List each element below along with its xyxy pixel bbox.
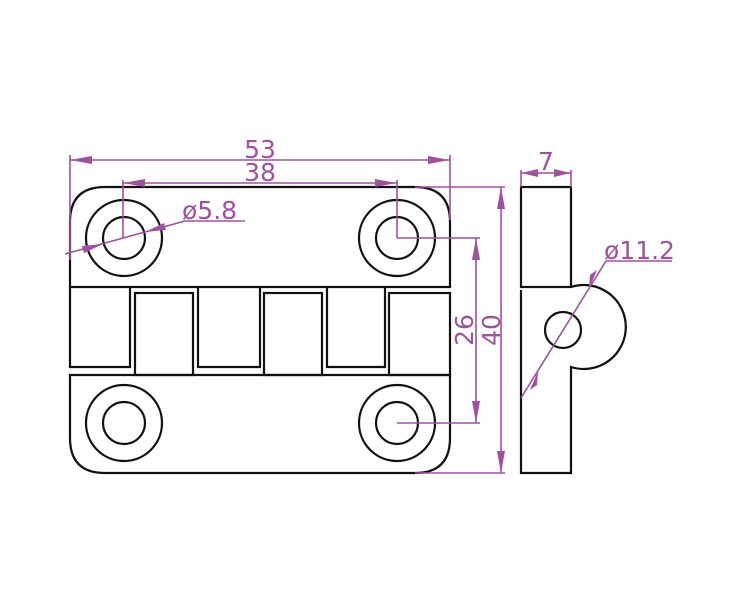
knuckles <box>68 287 452 377</box>
dimension-26: 26 <box>397 237 480 424</box>
bottom-leaf-outline <box>68 373 452 475</box>
dimension-53: 53 <box>69 135 451 260</box>
dim-label-7: 7 <box>538 147 554 176</box>
dim-label-knuckle-diameter: ø11.2 <box>604 236 675 265</box>
dim-label-53: 53 <box>244 135 276 164</box>
dim-label-40: 40 <box>477 314 506 346</box>
front-view <box>68 185 452 475</box>
dim-label-26: 26 <box>450 314 479 346</box>
dim-label-hole-diameter: ø5.8 <box>182 196 237 225</box>
dimension-hole-diameter: ø5.8 <box>64 196 245 255</box>
side-view <box>519 185 627 475</box>
dimension-40: 40 <box>415 186 506 474</box>
dimension-knuckle-diameter: ø11.2 <box>520 236 675 399</box>
dimension-38: 38 <box>122 158 398 238</box>
dim-label-38: 38 <box>244 158 276 187</box>
dimension-7: 7 <box>520 147 572 187</box>
